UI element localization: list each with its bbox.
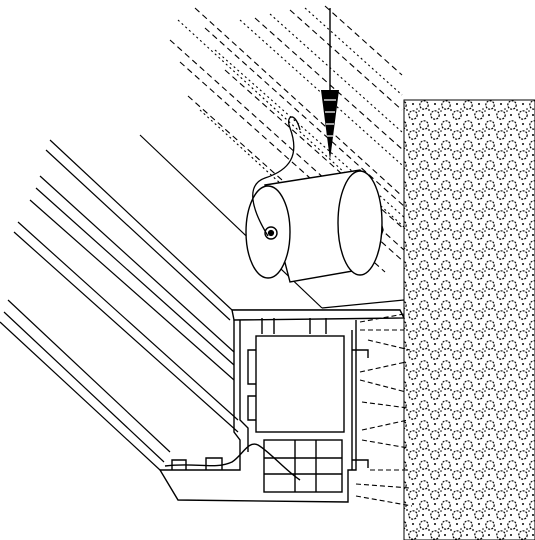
masonry-wall (403, 99, 535, 540)
downward-arrow (321, 8, 339, 160)
window-frame-profile (158, 309, 406, 503)
sealing-roller (245, 169, 384, 283)
roller-wire (252, 116, 301, 237)
dashed-spray-jets (355, 313, 413, 507)
